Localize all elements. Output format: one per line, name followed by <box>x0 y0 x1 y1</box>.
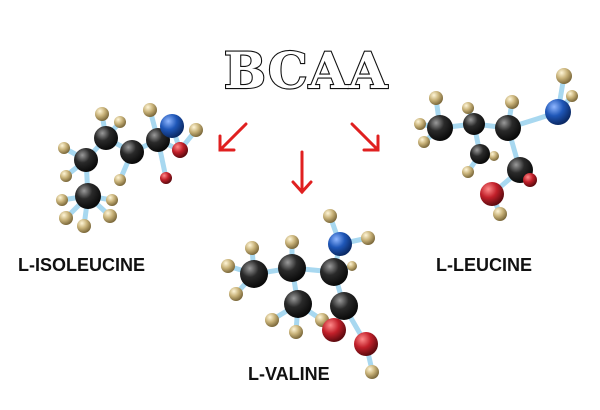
valine-molecule <box>221 209 379 379</box>
leucine-molecule <box>414 68 578 221</box>
arrow-to-leucine <box>350 122 380 152</box>
arrow-to-isoleucine <box>218 122 248 152</box>
isoleucine-molecule <box>56 103 203 233</box>
isoleucine-label: L-ISOLEUCINE <box>18 255 145 275</box>
diagram-title: BCAA <box>224 41 389 100</box>
valine-label: L-VALINE <box>248 364 330 384</box>
leucine-label: L-LEUCINE <box>436 255 532 275</box>
arrow-to-valine <box>291 150 313 195</box>
